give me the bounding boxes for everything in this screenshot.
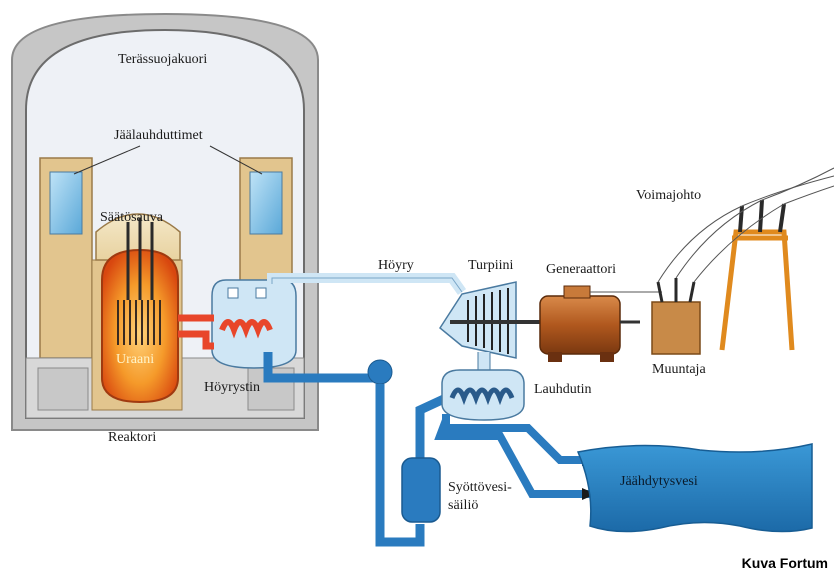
label-uranium: Uraani bbox=[116, 352, 155, 367]
feedwater-pipe bbox=[263, 352, 376, 383]
label-containment: Terässuojakuori bbox=[118, 52, 208, 67]
primary-loop bbox=[178, 314, 214, 350]
label-generator: Generaattori bbox=[546, 262, 616, 277]
condenser bbox=[441, 369, 525, 421]
ice-condenser-left bbox=[49, 171, 83, 235]
label-ice-condensers: Jäälauhduttimet bbox=[114, 128, 203, 143]
label-transformer: Muuntaja bbox=[652, 362, 706, 377]
label-turbine: Turpiini bbox=[468, 258, 514, 273]
cooling-water-sea bbox=[576, 443, 813, 533]
steam-generator bbox=[178, 279, 297, 369]
label-feedwater-tank-1: Syöttövesi- bbox=[448, 480, 512, 495]
power-pylon bbox=[657, 167, 834, 351]
reactor-vessel bbox=[101, 218, 179, 404]
label-condenser: Lauhdutin bbox=[534, 382, 592, 397]
image-credit: Kuva Fortum bbox=[741, 555, 828, 571]
label-power-line: Voimajohto bbox=[636, 188, 702, 203]
label-reactor: Reaktori bbox=[108, 430, 157, 445]
label-cooling-water: Jäähdytysvesi bbox=[620, 474, 698, 489]
cooling-water-pipe bbox=[434, 414, 596, 498]
ice-condenser-right bbox=[249, 171, 283, 235]
transformer bbox=[651, 278, 701, 355]
label-steam: Höyry bbox=[378, 258, 414, 273]
control-rod-dome bbox=[95, 213, 181, 261]
feed-pump bbox=[367, 359, 393, 385]
generator bbox=[539, 285, 640, 362]
turbine bbox=[439, 281, 540, 377]
label-feedwater-tank-2: säiliö bbox=[448, 498, 479, 513]
label-control-rod: Säätösauva bbox=[100, 210, 163, 225]
label-steam-generator: Höyrystin bbox=[204, 380, 260, 395]
feedwater-tank bbox=[401, 457, 441, 523]
control-rods bbox=[126, 218, 154, 300]
